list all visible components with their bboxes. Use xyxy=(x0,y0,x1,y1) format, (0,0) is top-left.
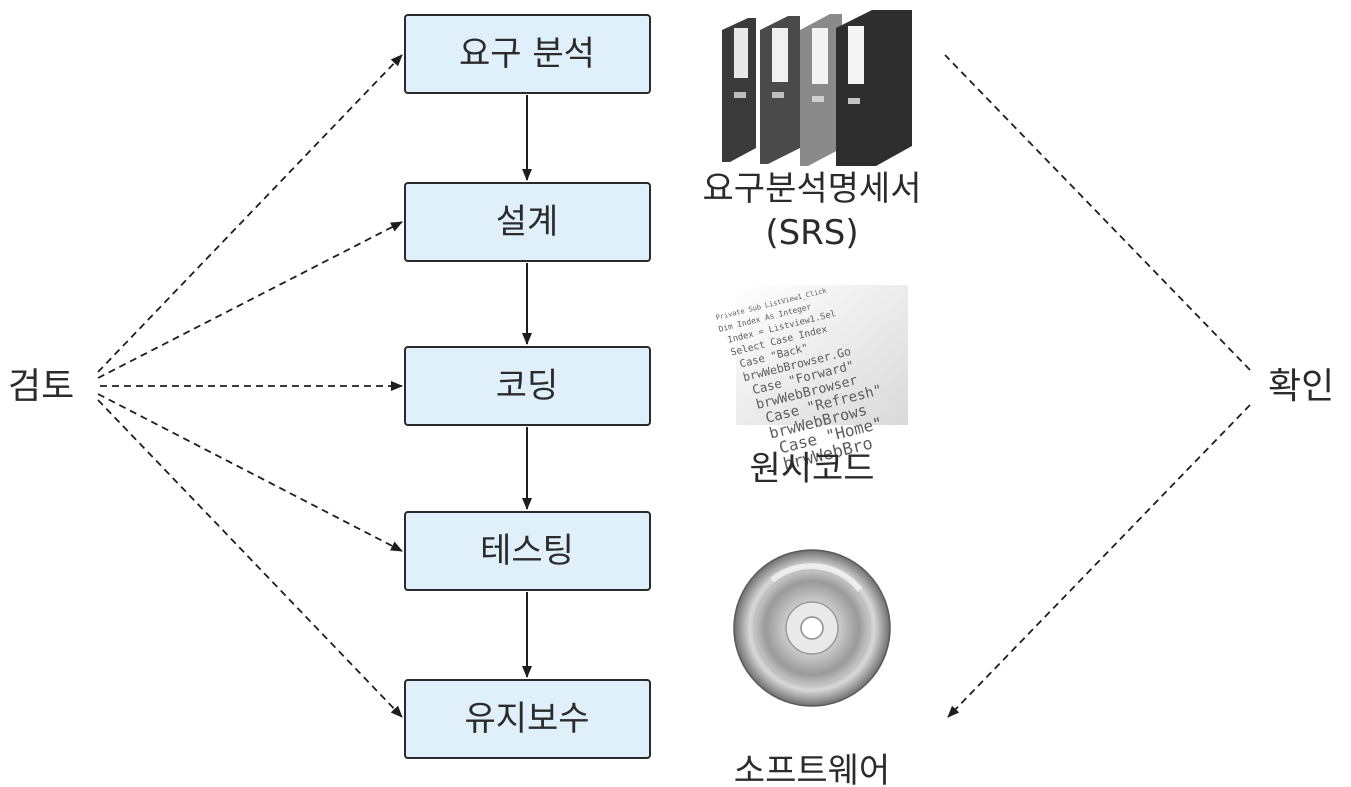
stage-label: 요구 분석 xyxy=(459,34,595,74)
stage-label: 설계 xyxy=(496,202,559,242)
binder xyxy=(800,14,842,166)
review-label: 검토 xyxy=(8,366,74,407)
binder xyxy=(760,16,800,164)
source-code-label: 원시코드 xyxy=(749,449,874,489)
stage-maintenance: 유지보수 xyxy=(404,679,651,759)
confirm-arrow xyxy=(947,404,1251,718)
stage-label: 유지보수 xyxy=(464,699,589,739)
stage-requirements: 요구 분석 xyxy=(404,14,651,94)
cd-disc-image xyxy=(733,549,891,707)
binder xyxy=(722,18,756,162)
stage-testing: 테스팅 xyxy=(404,511,651,591)
confirm-line xyxy=(944,54,1251,371)
review-arrow xyxy=(97,393,403,552)
review-arrows xyxy=(97,54,403,718)
confirm-label: 확인 xyxy=(1268,366,1334,407)
srs-label-line1: 요구분석명세서 xyxy=(703,169,922,209)
software-label: 소프트웨어 xyxy=(734,751,890,787)
review-arrow xyxy=(97,399,403,718)
binders-image xyxy=(722,10,912,166)
stage-design: 설계 xyxy=(404,182,651,262)
review-arrow xyxy=(97,54,403,373)
srs-label-line2: (SRS) xyxy=(765,213,858,253)
review-arrow xyxy=(97,221,403,379)
binder xyxy=(836,10,912,166)
stage-label: 코딩 xyxy=(496,366,559,406)
stage-coding: 코딩 xyxy=(404,346,651,426)
stage-label: 테스팅 xyxy=(480,531,574,571)
